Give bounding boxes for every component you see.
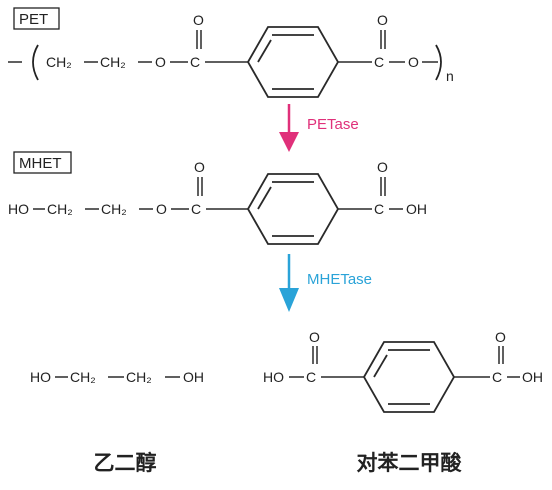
mhet-ho: HO <box>8 201 29 217</box>
petase-arrow-head <box>279 132 299 152</box>
pet-o-carbonyl-left: O <box>193 12 204 28</box>
mhet-structure: MHET HO CH₂ CH₂ O C O C O OH <box>8 151 427 245</box>
ethylene-glycol-name: 乙二醇 <box>94 451 157 475</box>
mhet-o-left: O <box>156 201 167 217</box>
eg-oh: OH <box>183 369 204 385</box>
eg-ho: HO <box>30 369 51 385</box>
mhet-c-left: C <box>191 201 201 217</box>
tpa-c-right: C <box>492 369 502 385</box>
pet-left-bracket <box>32 44 39 81</box>
tpa-oh: OH <box>522 369 543 385</box>
pet-o-carbonyl-right: O <box>377 12 388 28</box>
pet-right-bracket <box>435 44 442 81</box>
pet-ch2-b: CH₂ <box>100 54 126 70</box>
pet-label: PET <box>19 11 48 28</box>
ethylene-glycol-structure: HO CH₂ CH₂ OH <box>30 369 204 385</box>
petase-label: PETase <box>307 116 359 133</box>
mhet-o-carbonyl-right: O <box>377 159 388 175</box>
tpa-o-carbonyl-right: O <box>495 329 506 345</box>
mhetase-arrow-head <box>279 288 299 312</box>
pet-o-left: O <box>155 54 166 70</box>
eg-ch2-b: CH₂ <box>126 369 152 385</box>
mhet-o-carbonyl-left: O <box>194 159 205 175</box>
mhet-label: MHET <box>19 155 62 172</box>
mhet-ch2-b: CH₂ <box>101 201 127 217</box>
pet-label-box <box>13 7 60 30</box>
mhetase-label: MHETase <box>307 271 372 288</box>
tpa-c-left: C <box>306 369 316 385</box>
mhet-label-box <box>13 151 72 174</box>
pet-benzene-ring <box>246 26 340 98</box>
pet-structure: PET CH₂ CH₂ O C O C O O n <box>8 7 454 98</box>
mhet-oh: OH <box>406 201 427 217</box>
pet-o-right: O <box>408 54 419 70</box>
pet-ch2-a: CH₂ <box>46 54 72 70</box>
mhet-ch2-a: CH₂ <box>47 201 73 217</box>
pet-c-left: C <box>190 54 200 70</box>
tpa-o-carbonyl-left: O <box>309 329 320 345</box>
eg-ch2-a: CH₂ <box>70 369 96 385</box>
pet-c-right: C <box>374 54 384 70</box>
terephthalic-acid-name: 对苯二甲酸 <box>357 451 463 475</box>
tpa-ho: HO <box>263 369 284 385</box>
petase-step: PETase <box>279 104 359 152</box>
mhet-c-right: C <box>374 201 384 217</box>
mhet-benzene-ring <box>246 173 340 245</box>
terephthalic-acid-structure: HO C O C O OH <box>263 329 543 413</box>
pet-repeat-n: n <box>446 68 454 84</box>
tpa-benzene-ring <box>362 341 456 413</box>
mhetase-step: MHETase <box>279 254 372 312</box>
